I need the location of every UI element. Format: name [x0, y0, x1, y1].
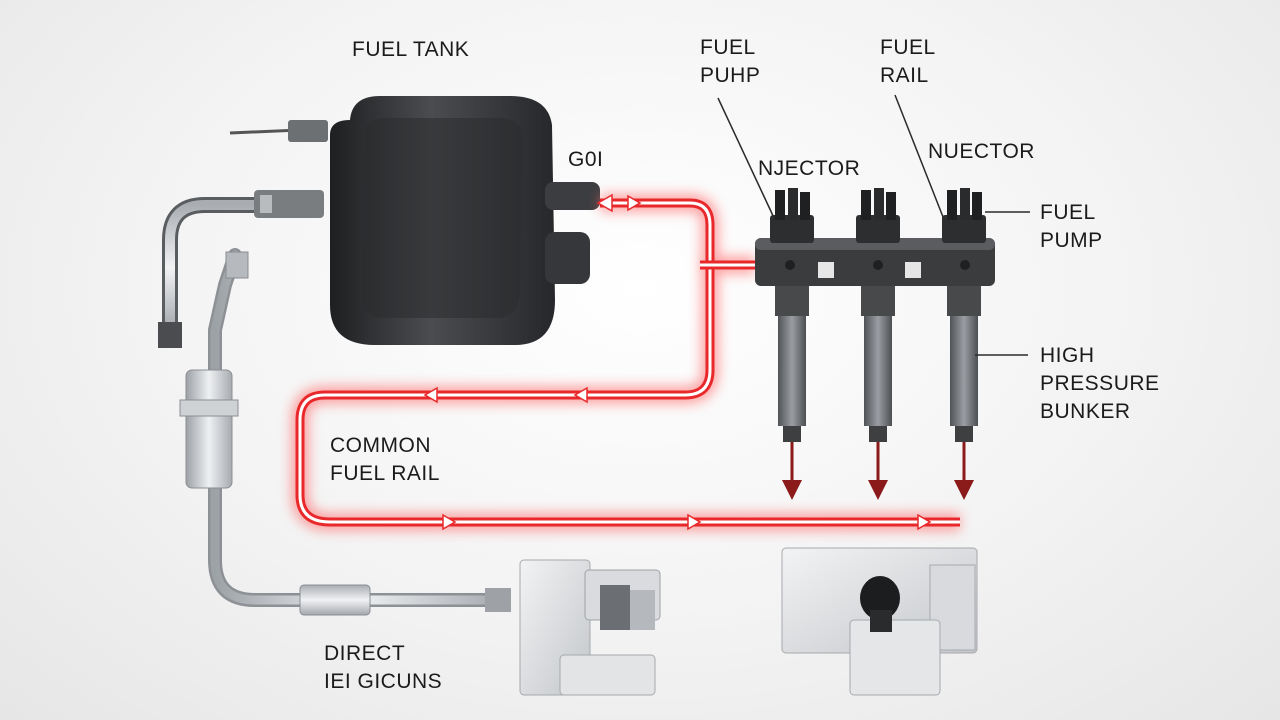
return-pipe [158, 197, 511, 616]
fuel-rail-assembly [755, 188, 995, 500]
spray-arrows [782, 442, 974, 500]
label-goi: G0I [568, 148, 604, 171]
label-fuel-tank: FUEL TANK [352, 38, 470, 61]
injector-2 [856, 188, 900, 442]
label-fuel-pump-top: FUEL PUHP [700, 36, 761, 87]
label-fuel-rail-top: FUEL RAIL [880, 36, 936, 87]
label-common-fuel-rail: COMMON FUEL RAIL [330, 434, 440, 485]
label-direct: DIRECT IEI GICUNS [324, 642, 443, 693]
label-fuel-pump-right: FUEL PUMP [1040, 201, 1103, 252]
direct-injection-block [519, 559, 661, 696]
injector-1 [770, 188, 814, 442]
high-pressure-block [781, 547, 978, 696]
label-high-pressure: HIGH PRESSURE BUNKER [1040, 344, 1160, 423]
injector-3 [942, 188, 986, 442]
label-injector-left: NJECTOR [758, 157, 861, 180]
fuel-tank [229, 96, 600, 345]
label-injector-right: NUECTOR [928, 140, 1035, 163]
leader-lines [717, 94, 1030, 356]
high-pressure-flow [291, 193, 960, 531]
